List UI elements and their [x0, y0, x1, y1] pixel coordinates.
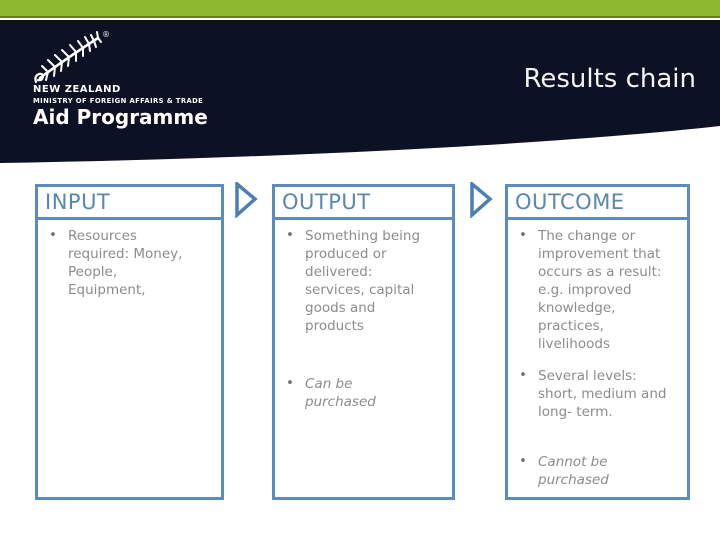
bullet-text: Several levels: short, medium and long- … — [538, 368, 667, 420]
logo-ministry-name: MINISTRY OF FOREIGN AFFAIRS & TRADE — [33, 97, 204, 105]
bullet-text: Cannot be purchased — [538, 454, 609, 488]
output-box-header: OUTPUT — [275, 187, 452, 220]
bullet-icon: • — [519, 228, 527, 243]
input-box-title: INPUT — [45, 190, 111, 214]
list-item: • The change or improvement that occurs … — [518, 227, 681, 353]
outcome-box-body: • The change or improvement that occurs … — [508, 220, 687, 489]
logo-programme-name: Aid Programme — [33, 105, 208, 129]
registered-trademark: ® — [102, 30, 110, 39]
bullet-text: The change or improvement that occurs as… — [538, 228, 662, 352]
list-item: • Something being produced or delivered:… — [285, 227, 446, 335]
input-box-body: • Resources required: Money, People, Equ… — [38, 220, 221, 299]
header-accent-strip — [0, 0, 720, 18]
bullet-icon: • — [519, 454, 527, 469]
page-title: Results chain — [523, 64, 696, 94]
outcome-box-header: OUTCOME — [508, 187, 687, 220]
chevron-right-icon — [235, 182, 258, 218]
bullet-text: Can be purchased — [305, 376, 376, 410]
output-box-title: OUTPUT — [282, 190, 371, 214]
bullet-icon: • — [286, 376, 294, 391]
silver-fern-icon — [34, 31, 102, 84]
output-box: OUTPUT • Something being produced or del… — [272, 184, 455, 500]
list-item: • Cannot be purchased — [518, 453, 681, 489]
chevron-right-icon — [470, 182, 493, 218]
bullet-text: Something being produced or delivered: s… — [305, 228, 421, 334]
list-item: • Several levels: short, medium and long… — [518, 367, 681, 421]
logo-org-name: NEW ZEALAND — [33, 84, 121, 95]
outcome-box: OUTCOME • The change or improvement that… — [505, 184, 690, 500]
bullet-icon: • — [519, 368, 527, 383]
header-navy-band — [0, 20, 720, 163]
input-box-header: INPUT — [38, 187, 221, 220]
bullet-icon: • — [286, 228, 294, 243]
header-divider — [0, 18, 720, 20]
output-box-body: • Something being produced or delivered:… — [275, 220, 452, 411]
input-box: INPUT • Resources required: Money, Peopl… — [35, 184, 224, 500]
list-item: • Resources required: Money, People, Equ… — [48, 227, 215, 299]
bullet-text: Resources required: Money, People, Equip… — [68, 228, 183, 298]
list-item: • Can be purchased — [285, 375, 446, 411]
bullet-icon: • — [49, 228, 57, 243]
outcome-box-title: OUTCOME — [515, 190, 625, 214]
